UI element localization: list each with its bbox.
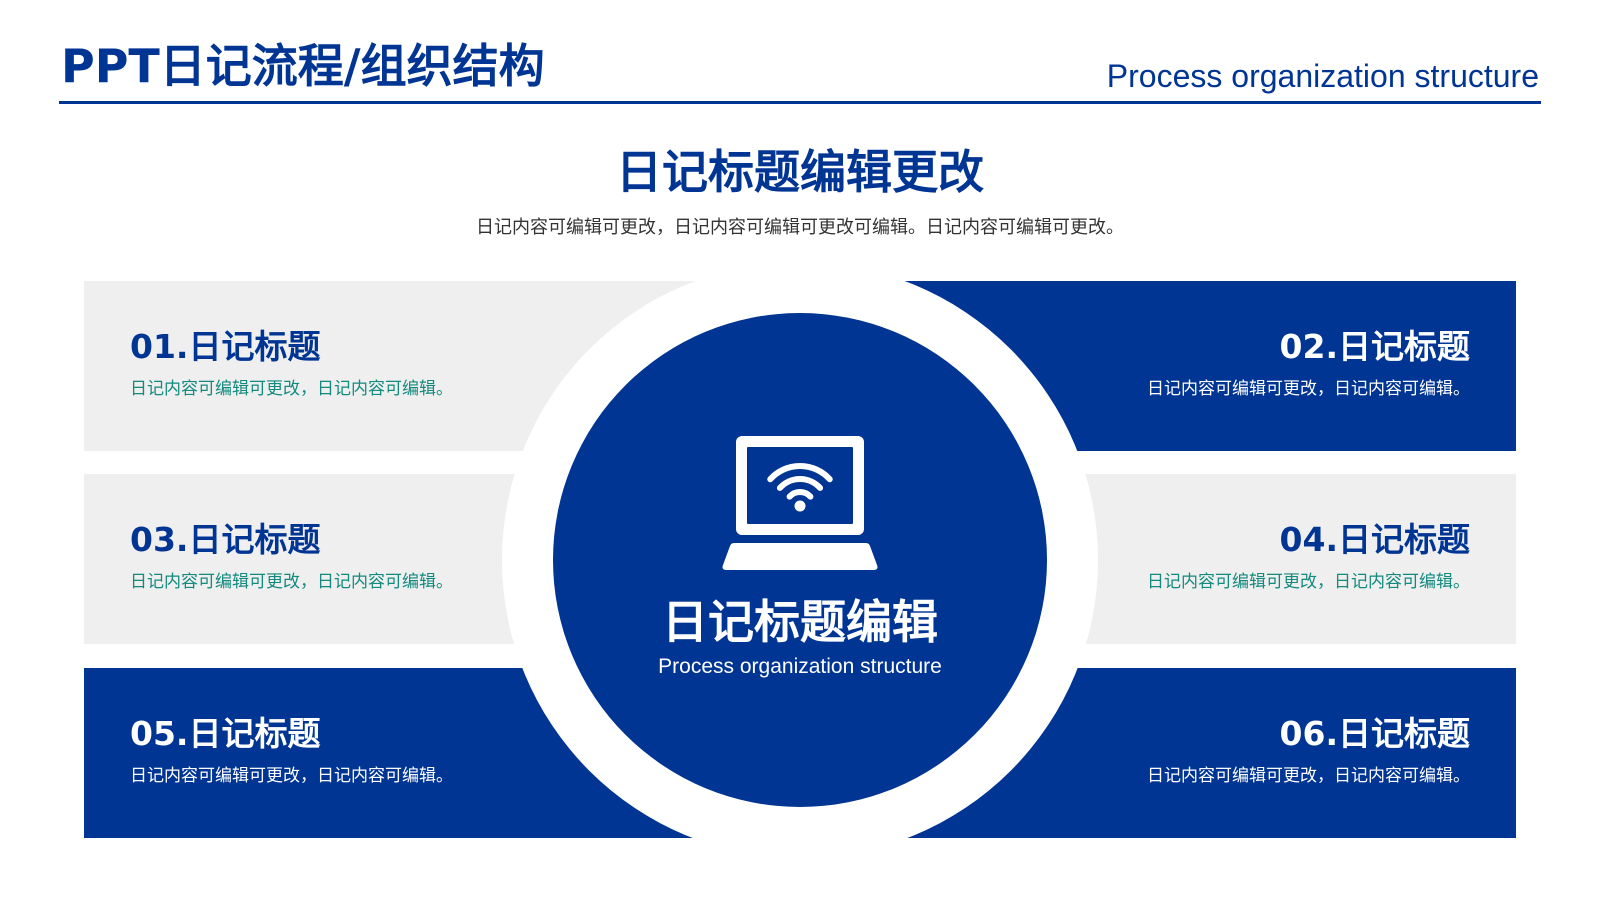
wifi-signal-icon	[767, 463, 833, 500]
panel-title: 03.日记标题	[130, 520, 321, 559]
panel-text: 日记内容可编辑可更改，日记内容可编辑。	[130, 379, 453, 399]
laptop-base	[722, 543, 878, 570]
panel-text: 日记内容可编辑可更改，日记内容可编辑。	[1147, 572, 1470, 592]
wifi-dot	[794, 500, 806, 512]
wifi-arc-middle	[776, 476, 824, 491]
panel-title: 04.日记标题	[1279, 520, 1470, 559]
panel-text: 日记内容可编辑可更改，日记内容可编辑。	[130, 766, 453, 786]
panel-text: 日记内容可编辑可更改，日记内容可编辑。	[130, 572, 453, 592]
center-subtitle: Process organization structure	[658, 655, 942, 678]
center-title: 日记标题编辑	[662, 595, 938, 649]
section-heading: 日记标题编辑更改	[616, 145, 984, 199]
panel-text: 日记内容可编辑可更改，日记内容可编辑。	[1147, 766, 1470, 786]
panel-title: 01.日记标题	[130, 327, 321, 366]
panel-text: 日记内容可编辑可更改，日记内容可编辑。	[1147, 379, 1470, 399]
panel-title: 02.日记标题	[1279, 327, 1470, 366]
panel-title: 05.日记标题	[130, 714, 321, 753]
wifi-arc-outer	[767, 463, 833, 483]
section-description: 日记内容可编辑可更改，日记内容可编辑可更改可编辑。日记内容可编辑可更改。	[476, 217, 1124, 238]
header-divider	[59, 101, 1541, 104]
laptop-wifi-icon	[722, 436, 878, 570]
page-title: PPT日记流程/组织结构	[61, 39, 545, 93]
wifi-arc-inner	[786, 489, 814, 500]
page-subtitle: Process organization structure	[1106, 58, 1539, 94]
panel-title: 06.日记标题	[1279, 714, 1470, 753]
laptop-screen	[747, 447, 853, 524]
